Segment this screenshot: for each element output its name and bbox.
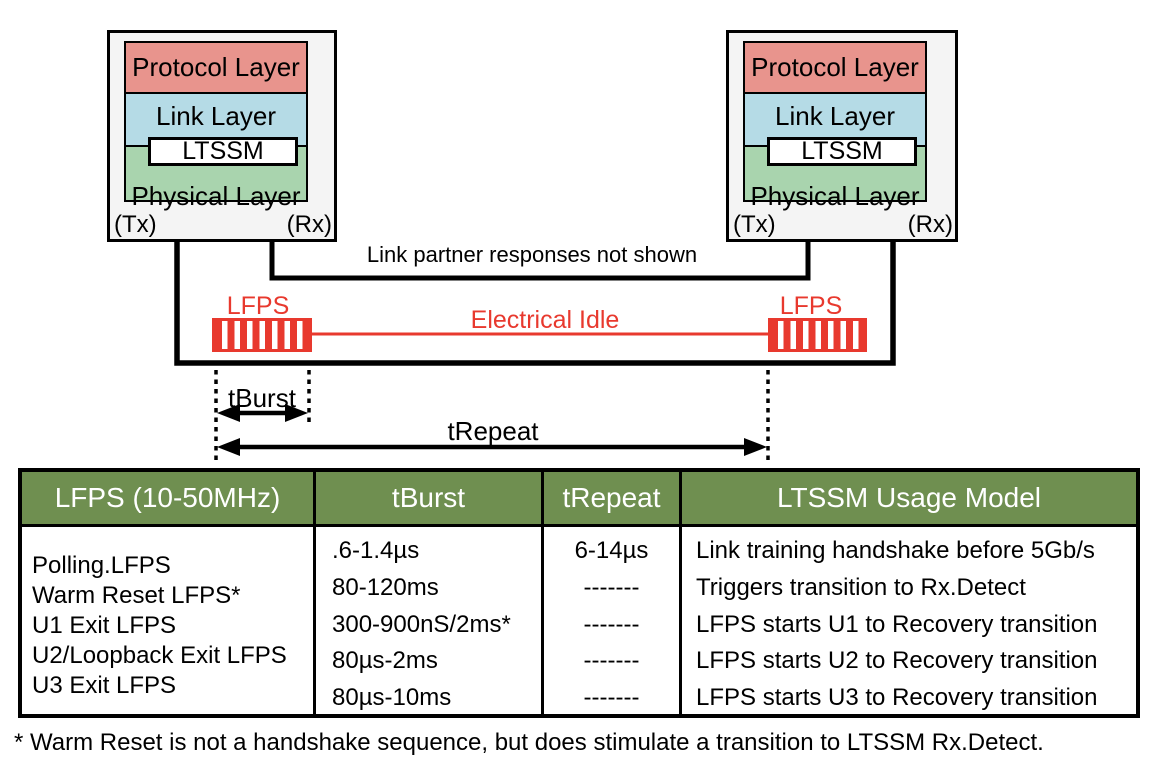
table-cell: Triggers transition to Rx.Detect xyxy=(696,573,1026,601)
header-usage-model: LTSSM Usage Model xyxy=(679,472,1136,524)
column-usage-model: Link training handshake before 5Gb/s Tri… xyxy=(679,527,1136,717)
lfps-timing-table: LFPS (10-50MHz) tBurst tRepeat LTSSM Usa… xyxy=(18,468,1140,718)
table-cell: Link training handshake before 5Gb/s xyxy=(696,537,1095,564)
station-left: Protocol Layer Link Layer Physical Layer… xyxy=(107,30,337,242)
table-cell: .6-1.4µs xyxy=(332,537,420,564)
trepeat-arrowhead-left xyxy=(217,438,240,456)
layer-stack-left: Protocol Layer Link Layer Physical Layer xyxy=(124,41,308,211)
table-cell: U3 Exit LFPS xyxy=(32,672,177,699)
table-cell: LFPS starts U1 to Recovery transition xyxy=(696,610,1098,638)
table-cell: 300-900nS/2ms* xyxy=(332,610,511,638)
tburst-arrowhead-left xyxy=(217,404,240,422)
tx-label: (Tx) xyxy=(114,211,157,238)
table-cell: ------- xyxy=(583,610,640,638)
rx-label: (Rx) xyxy=(286,211,332,238)
table-body: Polling.LFPS Warm Reset LFPS* U1 Exit LF… xyxy=(22,527,1136,717)
trepeat-arrowhead-right xyxy=(744,438,767,456)
header-trepeat: tRepeat xyxy=(541,472,679,524)
ltssm-box: LTSSM xyxy=(148,137,298,166)
table-cell: U2/Loopback Exit LFPS xyxy=(32,642,287,669)
table-cell: LFPS starts U2 to Recovery transition xyxy=(696,647,1098,675)
ltssm-box: LTSSM xyxy=(767,137,917,166)
table-cell: U1 Exit LFPS xyxy=(32,612,177,639)
tx-to-rx-path xyxy=(174,204,896,366)
table-cell: 6-14µs xyxy=(574,537,649,564)
station-right: Protocol Layer Link Layer Physical Layer… xyxy=(726,30,958,242)
table-cell: ------- xyxy=(583,684,640,712)
tx-label: (Tx) xyxy=(733,211,776,238)
electrical-idle-label: Electrical Idle xyxy=(470,306,620,334)
table-cell: LFPS starts U3 to Recovery transition xyxy=(696,684,1098,712)
table-cell: 80µs-10ms xyxy=(332,684,452,712)
column-trepeat: 6-14µs ------- ------- ------- ------- xyxy=(541,527,679,717)
table-cell: 80-120ms xyxy=(332,573,439,601)
lfps-label-left: LFPS xyxy=(226,292,290,320)
header-tburst: tBurst xyxy=(313,472,541,524)
warm-reset-footnote: * Warm Reset is not a handshake sequence… xyxy=(14,729,1044,756)
column-tburst: .6-1.4µs 80-120ms 300-900nS/2ms* 80µs-2m… xyxy=(313,527,541,717)
table-cell: Polling.LFPS xyxy=(32,552,171,579)
tburst-dimension-label: tBurst xyxy=(228,383,296,413)
layer-stack-right: Protocol Layer Link Layer Physical Layer xyxy=(743,41,927,211)
table-cell: Warm Reset LFPS* xyxy=(32,582,241,609)
lfps-burst-left xyxy=(212,318,312,352)
protocol-layer-box: Protocol Layer xyxy=(124,41,308,94)
trepeat-dimension-label: tRepeat xyxy=(447,416,539,446)
column-lfps-type: Polling.LFPS Warm Reset LFPS* U1 Exit LF… xyxy=(22,527,313,717)
table-cell: ------- xyxy=(583,573,640,601)
table-cell: ------- xyxy=(583,647,640,675)
table-header-row: LFPS (10-50MHz) tBurst tRepeat LTSSM Usa… xyxy=(22,472,1136,527)
lfps-label-right: LFPS xyxy=(779,292,843,320)
protocol-layer-box: Protocol Layer xyxy=(743,41,927,94)
header-lfps: LFPS (10-50MHz) xyxy=(54,482,281,513)
link-partner-response-note: Link partner responses not shown xyxy=(366,242,698,267)
tburst-arrowhead-right xyxy=(285,404,308,422)
rx-label: (Rx) xyxy=(907,211,953,238)
lfps-burst-right xyxy=(768,318,867,352)
table-cell: 80µs-2ms xyxy=(332,647,438,675)
